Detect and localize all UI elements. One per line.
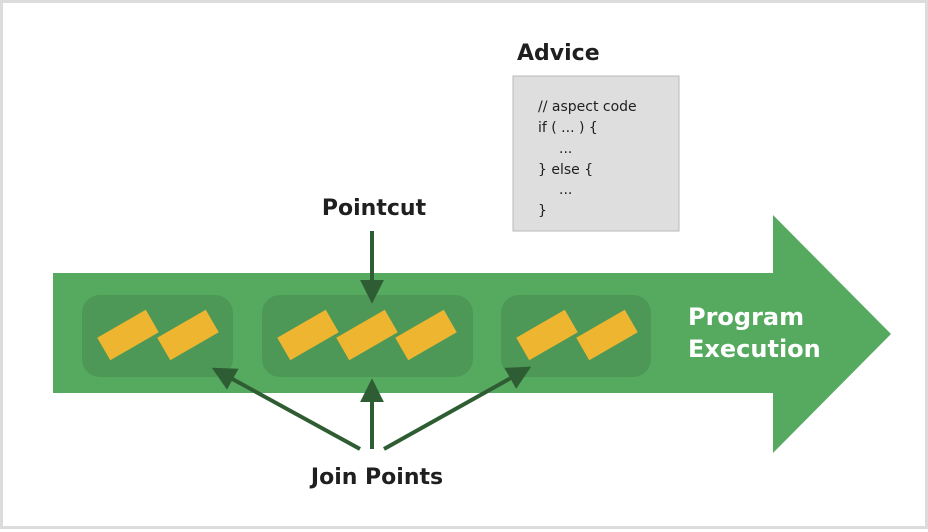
join-point-arrow-right	[383, 366, 532, 451]
joinpoint-block	[516, 309, 578, 361]
aop-diagram: Advice // aspect code if ( ... ) { ... }…	[53, 41, 891, 490]
joinpoint-block	[336, 309, 398, 361]
joinpoint-block	[395, 309, 457, 361]
advice-box	[512, 75, 680, 232]
join-points-label: Join Points	[309, 465, 443, 490]
joinpoint-block	[277, 309, 339, 361]
joinpoint-block	[576, 309, 638, 361]
advice-title: Advice	[517, 41, 600, 66]
joinpoint-group-3	[501, 295, 651, 377]
advice-code-line: }	[538, 203, 547, 219]
joinpoint-block	[157, 309, 219, 361]
pointcut-label: Pointcut	[322, 196, 427, 221]
joinpoint-block	[97, 309, 159, 361]
advice-code-line: } else {	[538, 162, 593, 178]
joinpoint-group-1	[82, 295, 233, 377]
advice-code-line: if ( ... ) {	[538, 120, 598, 136]
program-label-line1: Program	[688, 303, 804, 331]
join-point-arrow-left	[211, 367, 361, 451]
program-label-line2: Execution	[688, 335, 821, 363]
advice-code-line: ...	[559, 182, 572, 198]
advice-code-line: ...	[559, 141, 572, 157]
advice-code-line: // aspect code	[538, 99, 637, 115]
